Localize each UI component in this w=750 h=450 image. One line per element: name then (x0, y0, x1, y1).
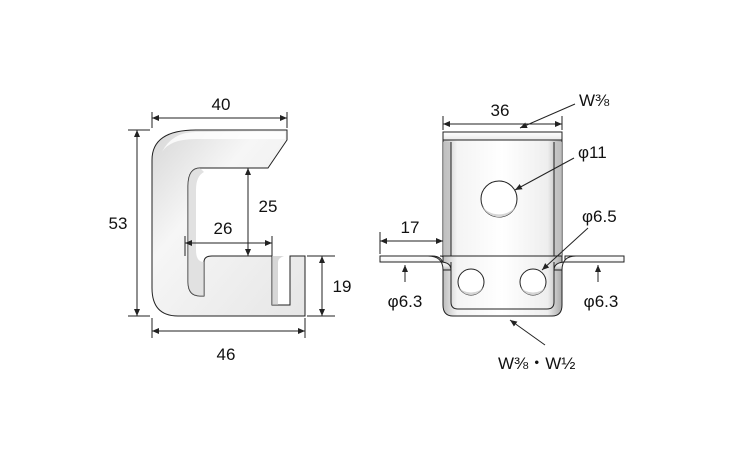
dim-label-width-top: 40 (212, 95, 231, 114)
side-view-top-highlight (162, 132, 285, 152)
dim-label-inner-depth: 25 (259, 197, 278, 216)
dim-label-front-width: 36 (491, 101, 510, 120)
side-view-lip-shade (272, 256, 284, 305)
front-view-plate (442, 139, 563, 257)
front-view-left-edge-shade (443, 142, 451, 256)
front-view-right-edge-shade (554, 142, 562, 256)
callout-hole-small: φ6.5 (582, 207, 617, 226)
leader-bolt-top (519, 103, 576, 129)
front-view: 36 17 W⅜ φ11 φ6.5 φ6.3 φ6.3 W⅜・W½ (379, 91, 625, 373)
callout-hole-left: φ6.3 (388, 292, 423, 311)
dim-label-width-bottom: 46 (217, 345, 236, 364)
leader-hole-small (541, 227, 589, 271)
leader-hole-center (514, 157, 575, 191)
front-view-left-bend (379, 255, 452, 271)
callout-hole-right: φ6.3 (584, 292, 619, 311)
dim-label-height-total: 53 (109, 214, 128, 233)
front-view-base-hole-left-shade (459, 287, 483, 295)
callout-hole-center: φ11 (578, 143, 607, 162)
callout-bolt-bottom: W⅜・W½ (498, 354, 575, 373)
side-view: 40 53 25 26 19 46 (109, 95, 352, 364)
front-view-center-hole-shade (482, 205, 516, 218)
leader-bolt-bottom (509, 319, 546, 346)
dim-label-throat-width: 26 (214, 219, 233, 238)
side-view-inner-shade (188, 168, 204, 296)
front-view-base-hole-right-shade (521, 287, 545, 295)
dim-label-lip-height: 19 (333, 277, 352, 296)
dim-label-flange-width: 17 (401, 218, 420, 237)
front-view-right-bend (553, 255, 625, 271)
front-view-base-inner (450, 262, 555, 310)
callout-bolt-top: W⅜ (579, 91, 610, 110)
